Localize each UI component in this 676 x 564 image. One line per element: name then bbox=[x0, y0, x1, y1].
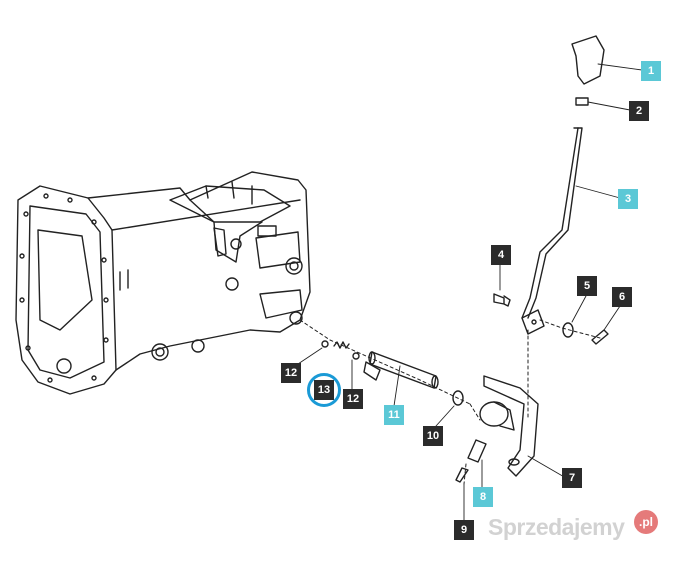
callout-9: 9 bbox=[454, 520, 474, 540]
callout-12a: 12 bbox=[281, 363, 301, 383]
callout-1: 1 bbox=[641, 61, 661, 81]
shaft-11 bbox=[363, 351, 439, 389]
watermark-text: Sprzedajemy bbox=[488, 514, 625, 540]
pin-8 bbox=[467, 439, 487, 463]
pin-9 bbox=[455, 467, 469, 483]
pedal-7 bbox=[479, 375, 539, 477]
callout-2: 2 bbox=[629, 101, 649, 121]
washer-5 bbox=[562, 322, 574, 338]
callout-6: 6 bbox=[612, 287, 632, 307]
bolt-4 bbox=[493, 293, 511, 307]
small-ring-12a bbox=[321, 340, 329, 348]
callout-8: 8 bbox=[473, 487, 493, 507]
watermark-badge: .pl bbox=[634, 510, 658, 534]
spring-13 bbox=[333, 341, 350, 349]
callout-3: 3 bbox=[618, 189, 638, 209]
highlight-ring-13 bbox=[307, 373, 341, 407]
callout-5: 5 bbox=[577, 276, 597, 296]
oring-10 bbox=[452, 390, 464, 406]
knob-1 bbox=[571, 35, 605, 85]
callout-7: 7 bbox=[562, 468, 582, 488]
callout-12b: 12 bbox=[343, 389, 363, 409]
callout-10: 10 bbox=[423, 426, 443, 446]
nut-2 bbox=[575, 97, 589, 106]
splitpin-6 bbox=[591, 329, 609, 345]
gear-lever-3 bbox=[521, 127, 583, 335]
callout-4: 4 bbox=[491, 245, 511, 265]
transmission-housing bbox=[15, 171, 311, 395]
small-ring-12b bbox=[352, 352, 360, 360]
callout-11: 11 bbox=[384, 405, 404, 425]
